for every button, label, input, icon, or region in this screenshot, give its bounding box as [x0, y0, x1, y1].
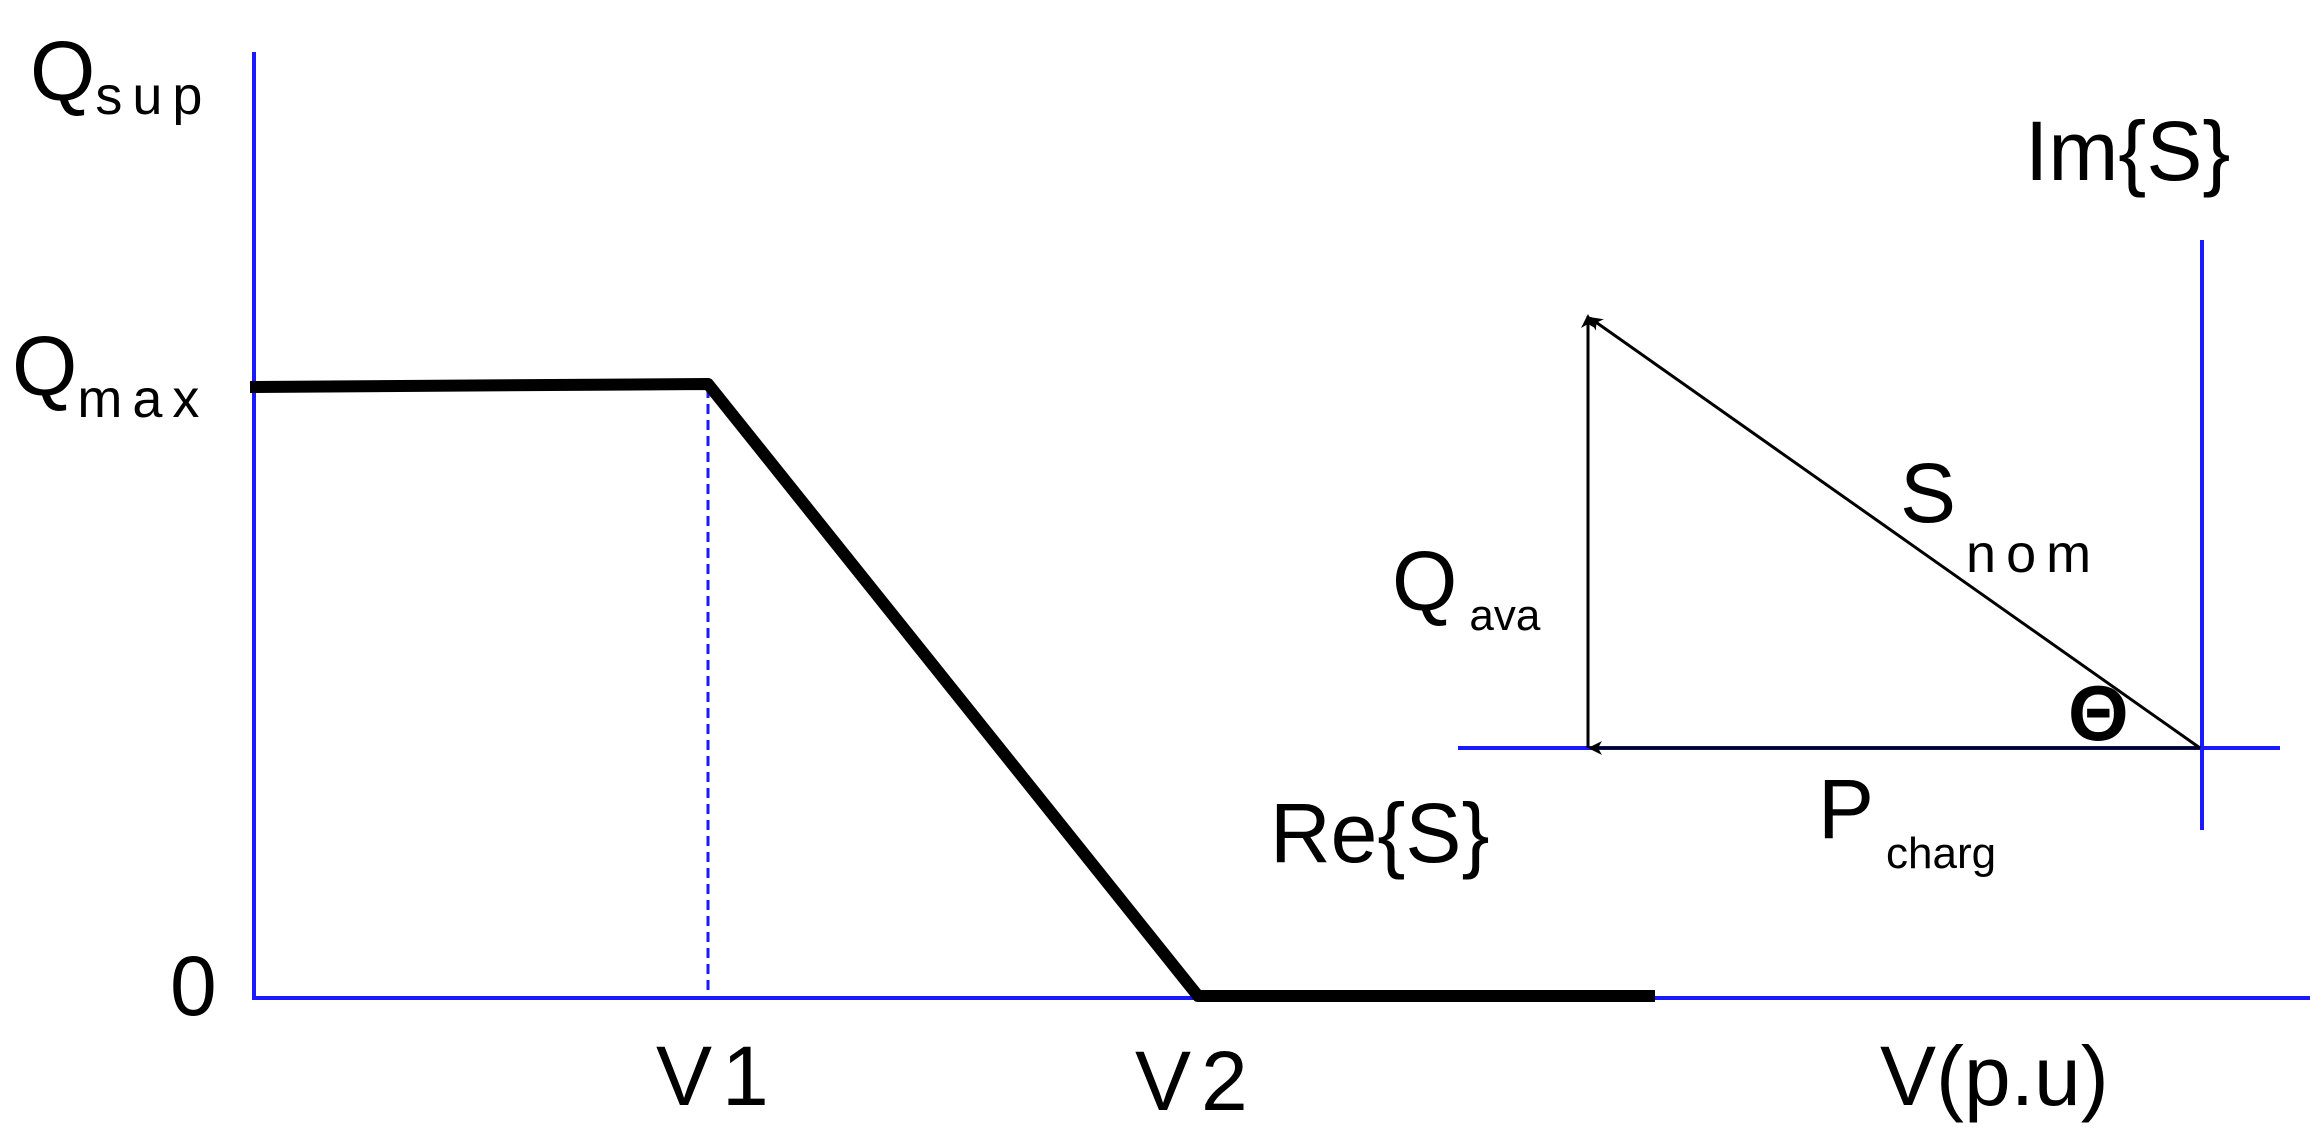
- v1-label: V1: [656, 1029, 779, 1123]
- s-nom-vector: [1588, 316, 2201, 750]
- x-axis-label: V(p.u): [1880, 1029, 2109, 1123]
- v2-label: V2: [1135, 1034, 1258, 1128]
- y-axis-label: Qsup: [30, 24, 212, 126]
- real-axis-label: Re{S}: [1270, 786, 1490, 880]
- s-nom-label: Snom: [1900, 446, 2101, 584]
- imag-axis-label: Im{S}: [2025, 104, 2230, 198]
- zero-label: 0: [170, 939, 217, 1033]
- angle-theta-label: Θ: [2068, 669, 2129, 757]
- q-v-curve: [249, 378, 1655, 1002]
- q-max-label: Qmax: [12, 319, 209, 429]
